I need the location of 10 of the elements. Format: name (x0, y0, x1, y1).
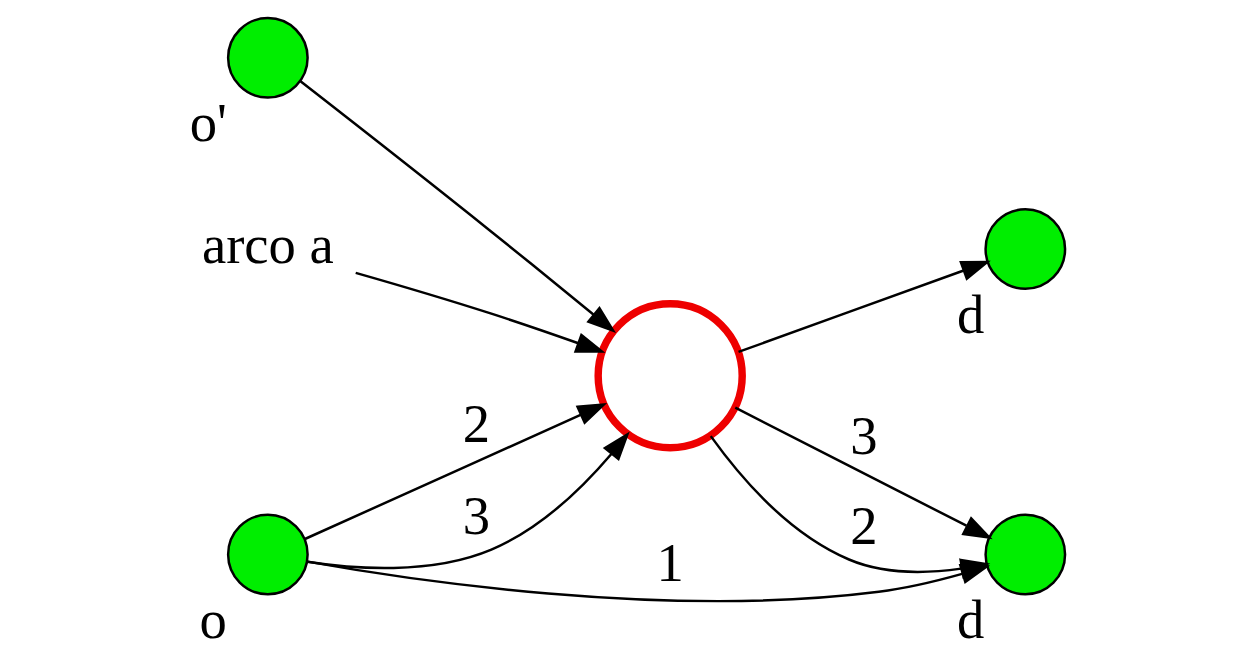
edge-label: 3 (849, 405, 878, 467)
edge-label: 2 (849, 494, 878, 556)
node-label: o (199, 589, 227, 650)
node-label: d (956, 283, 984, 345)
edge-label: 2 (462, 392, 490, 454)
edge-label: 1 (656, 531, 684, 593)
node-label: o' (189, 92, 227, 154)
node-text: arco a (201, 213, 334, 275)
node-label: d (956, 589, 984, 650)
edge-label: 3 (462, 484, 490, 546)
